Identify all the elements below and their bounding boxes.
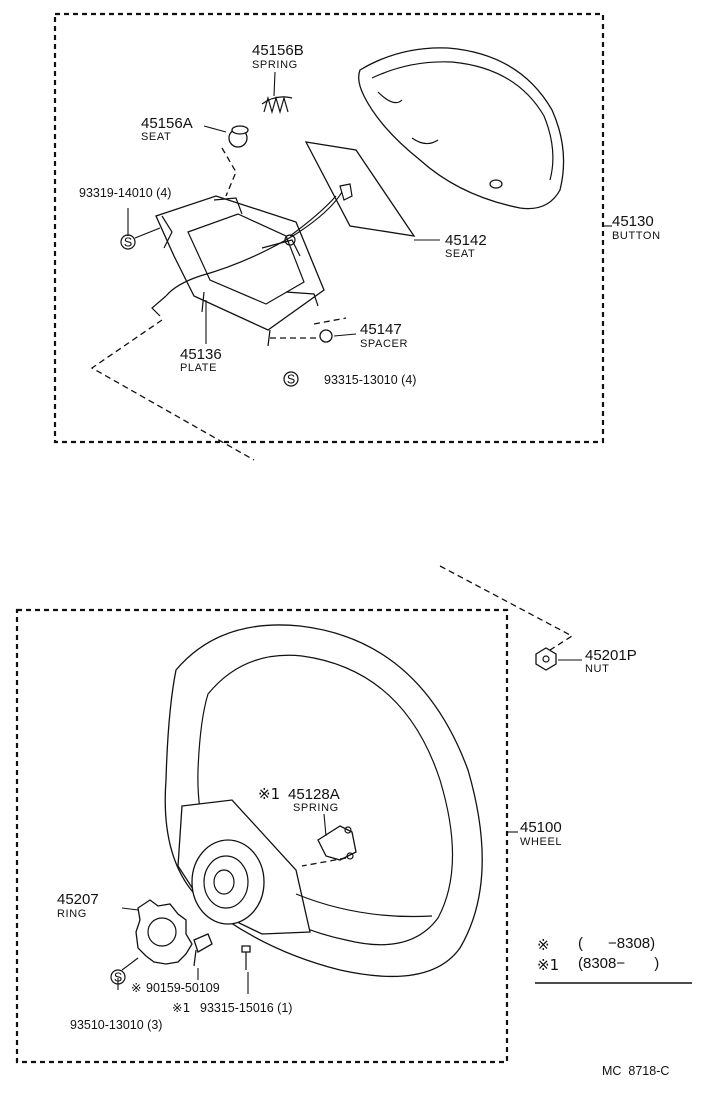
part-number-90159: 90159-50109 bbox=[146, 981, 220, 995]
legend-range: ( −8308) bbox=[578, 935, 655, 952]
part-number-45142: 45142 bbox=[445, 232, 487, 249]
part-name-plate: PLATE bbox=[180, 362, 217, 374]
assembly-number-45100: 45100 bbox=[520, 819, 562, 836]
spacer-icon[interactable] bbox=[319, 329, 333, 343]
part-name-spring-45128a: SPRING bbox=[293, 802, 339, 814]
mark-bolt-90159: ※ bbox=[131, 980, 141, 995]
plate-bracket-icon[interactable] bbox=[155, 195, 325, 347]
part-name-seat: SEAT bbox=[141, 131, 171, 143]
assembly-number-45130: 45130 bbox=[612, 213, 654, 230]
button-group-box bbox=[53, 12, 605, 444]
standard-part-symbol: S bbox=[283, 371, 299, 387]
legend-mark: ※1 bbox=[537, 956, 559, 974]
part-number-45207: 45207 bbox=[57, 891, 99, 908]
part-number-93315-13010: 93315-13010 (4) bbox=[324, 373, 416, 387]
part-number-45147: 45147 bbox=[360, 321, 402, 338]
mark-screw-93315-15016: ※1 bbox=[172, 1000, 190, 1015]
nut-icon[interactable] bbox=[535, 647, 557, 671]
seat-sheet-icon[interactable] bbox=[304, 141, 416, 237]
part-name-spacer: SPACER bbox=[360, 338, 408, 350]
svg-text:S: S bbox=[287, 373, 295, 387]
part-name-spring: SPRING bbox=[252, 59, 298, 71]
assembly-name-wheel: WHEEL bbox=[520, 836, 562, 848]
part-number-93319: 93319-14010 (4) bbox=[79, 186, 171, 200]
legend-range: (8308− ) bbox=[578, 955, 659, 972]
legend-mark: ※ bbox=[537, 936, 550, 954]
part-number-45156b: 45156B bbox=[252, 42, 304, 59]
wheel-group-box bbox=[15, 608, 509, 1064]
part-number-45136: 45136 bbox=[180, 346, 222, 363]
steering-wheel-icon[interactable] bbox=[164, 624, 483, 978]
figure-code: MC 8718-C bbox=[602, 1064, 669, 1078]
svg-text:S: S bbox=[124, 236, 132, 250]
part-name-ring: RING bbox=[57, 908, 87, 920]
part-name-seat-45142: SEAT bbox=[445, 248, 475, 260]
part-number-45128a: 45128A bbox=[288, 786, 340, 803]
spring-clip-icon[interactable] bbox=[317, 825, 357, 861]
assembly-name-button: BUTTON bbox=[612, 230, 661, 242]
part-number-45201p: 45201P bbox=[585, 647, 637, 664]
part-number-45156a: 45156A bbox=[141, 115, 193, 132]
mark-spring-45128a: ※1 bbox=[258, 785, 280, 803]
legend: ※ ( −8308) ※1 (8308− ) bbox=[535, 935, 692, 984]
part-name-nut: NUT bbox=[585, 663, 609, 675]
seat-cup-icon[interactable] bbox=[228, 125, 249, 148]
part-number-93315-15016: 93315-15016 (1) bbox=[200, 1001, 292, 1015]
horn-button-pad-icon[interactable] bbox=[358, 47, 565, 210]
ring-icon[interactable] bbox=[135, 899, 193, 965]
standard-part-symbol: S bbox=[120, 234, 136, 250]
spring-icon[interactable] bbox=[261, 95, 293, 115]
screw-icon[interactable] bbox=[241, 945, 251, 970]
standard-part-symbol: S bbox=[110, 969, 126, 985]
svg-text:S: S bbox=[114, 971, 122, 985]
bolt-icon[interactable] bbox=[193, 933, 213, 967]
part-number-93510: 93510-13010 (3) bbox=[70, 1018, 162, 1032]
